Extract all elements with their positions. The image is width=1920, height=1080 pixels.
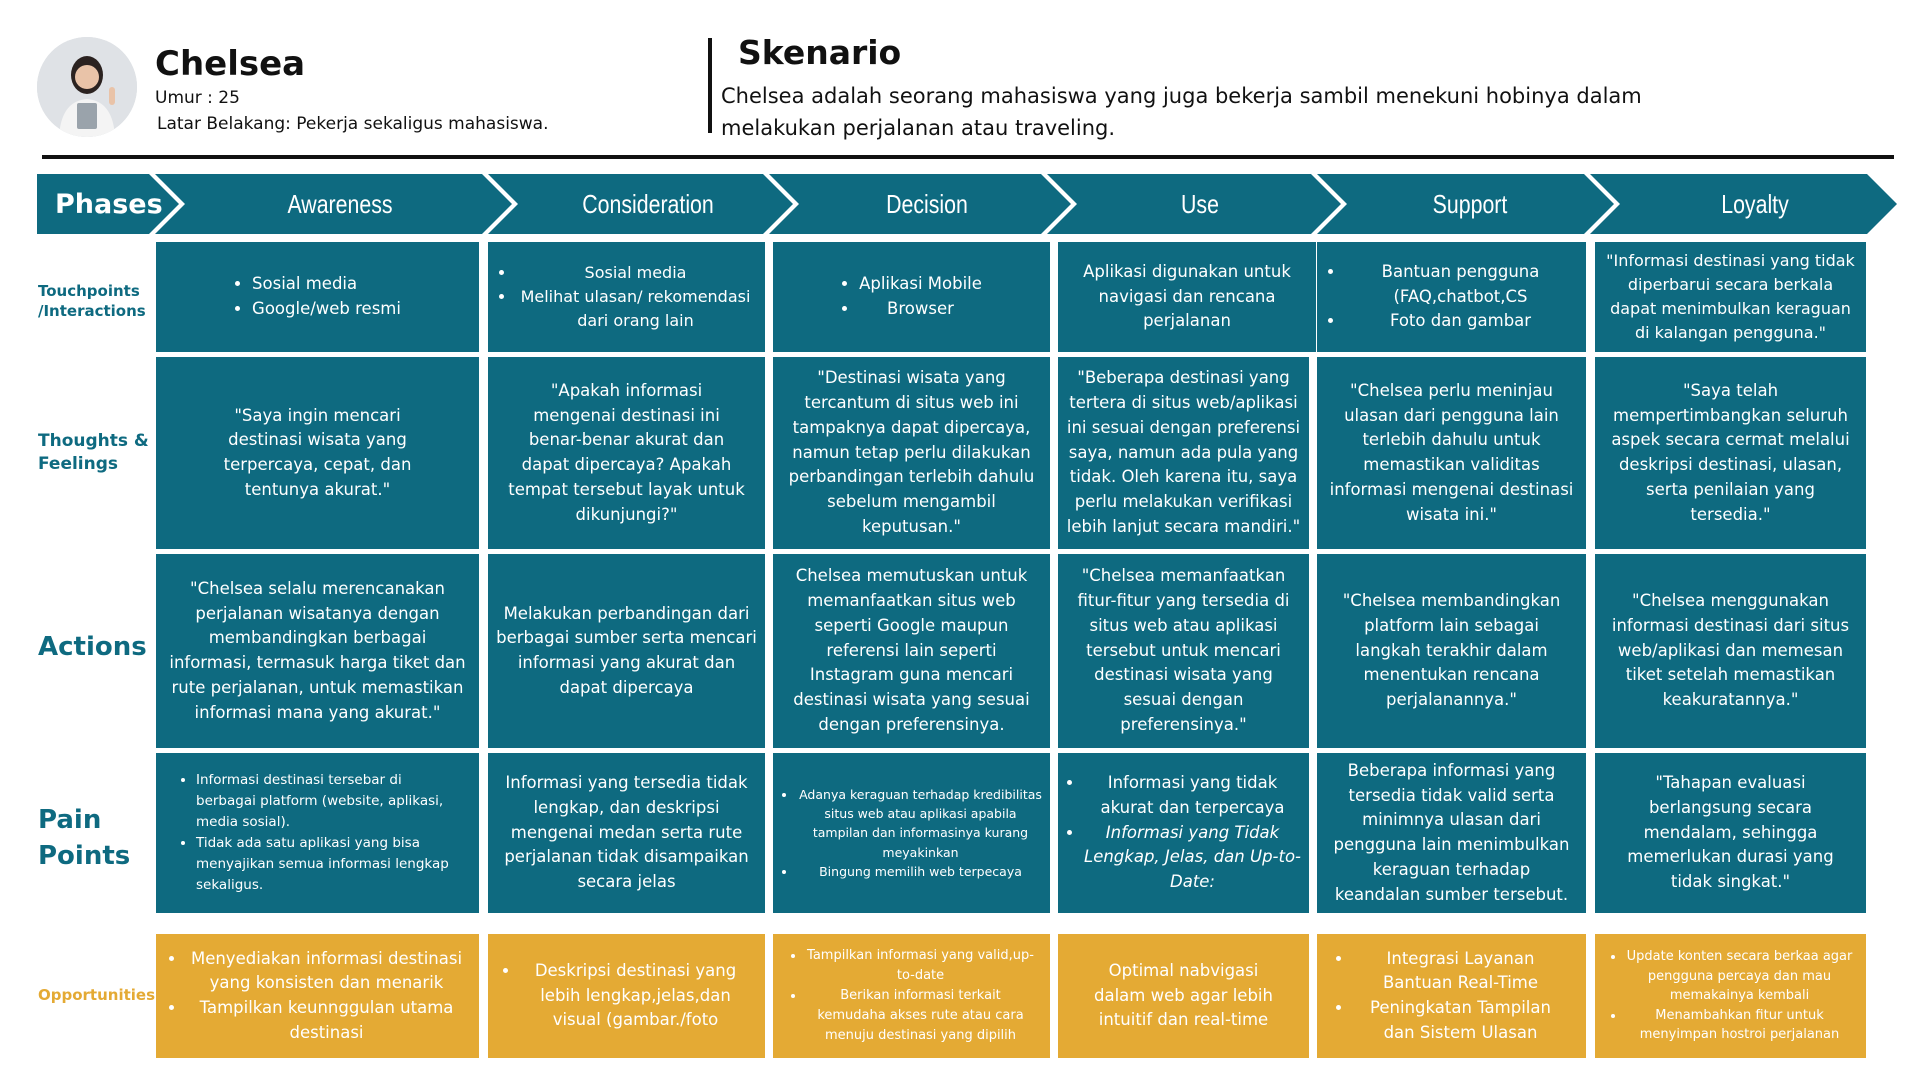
touchpoint-cell: Sosial mediaMelihat ulasan/ rekomendasi … [488,242,765,352]
persona-photo-icon [37,37,137,137]
scenario-divider [708,38,712,133]
list-item: Aplikasi Mobile [859,272,982,297]
action-cell: "Chelsea menggunakan informasi destinasi… [1595,554,1866,748]
touchpoint-cell: Aplikasi MobileBrowser [773,242,1050,352]
list-item: Sosial media [252,272,401,297]
row-label-pain-line1: Pain [38,805,102,835]
opportunity-cell: Deskripsi destinasi yang lebih lengkap,j… [488,934,765,1058]
opportunity-cell: Optimal nabvigasi dalam web agar lebih i… [1058,934,1309,1058]
list-item: Update konten secara berkaa agar penggun… [1625,947,1854,1006]
thought-cell: "Chelsea perlu meninjau ulasan dari peng… [1317,357,1586,549]
list-item: Deskripsi destinasi yang lebih lengkap,j… [520,959,751,1033]
persona-name: Chelsea [155,44,306,84]
list-item: Melihat ulasan/ rekomendasi dari orang l… [516,285,755,333]
phases-chevron-bar [37,174,1897,234]
phase-support: Support [1432,188,1508,219]
persona-avatar [37,37,137,137]
pain-cell: Beberapa informasi yang tersedia tidak v… [1317,753,1586,913]
list-item: Adanya keraguan terhadap kredibilitas si… [797,785,1044,863]
action-cell: Melakukan perbandingan dari berbagai sum… [488,554,765,748]
list-item: Integrasi Layanan Bantuan Real-Time [1353,947,1568,997]
persona-age: Umur : 25 [155,88,240,108]
touchpoint-cell: Aplikasi digunakan untuk navigasi dan re… [1058,242,1316,352]
phase-use: Use [1181,188,1219,219]
phase-chevron-title [37,174,179,234]
row-label-touchpoints: Touchpoints /Interactions [38,282,146,320]
list-item: Foto dan gambar [1345,309,1576,334]
action-cell: "Chelsea selalu merencanakan perjalanan … [156,554,479,748]
pain-cell: Adanya keraguan terhadap kredibilitas si… [773,753,1050,913]
thought-cell: "Saya telah mempertimbangkan seluruh asp… [1595,357,1866,549]
list-item: Bantuan pengguna (FAQ,chatbot,CS [1345,260,1576,310]
header-divider [42,155,1894,159]
phase-decision: Decision [886,188,968,219]
phase-chevron-awareness [155,174,512,234]
phase-chevron-use [1047,174,1341,234]
touchpoint-cell: "Informasi destinasi yang tidak diperbar… [1595,242,1866,352]
list-item: Browser [859,297,982,322]
opportunity-cell: Tampilkan informasi yang valid,up-to-dat… [773,934,1050,1058]
thought-cell: "Apakah informasi mengenai destinasi ini… [488,357,765,549]
action-cell: "Chelsea memanfaatkan fitur-fitur yang t… [1058,554,1309,748]
pain-cell: Informasi destinasi tersebar di berbagai… [156,753,479,913]
opportunity-cell: Integrasi Layanan Bantuan Real-TimePenin… [1317,934,1586,1058]
list-item: Google/web resmi [252,297,401,322]
list-item: Informasi yang tidak akurat dan terperca… [1084,771,1301,821]
row-label-pain-line2: Points [38,841,131,871]
phase-chevron-support [1317,174,1614,234]
phase-chevron-loyalty [1590,174,1897,234]
thought-cell: "Destinasi wisata yang tercantum di situ… [773,357,1050,549]
opportunity-cell: Menyediakan informasi destinasi yang kon… [156,934,479,1058]
list-item: Berikan informasi terkait kemudaha akses… [805,986,1036,1046]
opportunity-cell: Update konten secara berkaa agar penggun… [1595,934,1866,1058]
thought-cell: "Saya ingin mencari destinasi wisata yan… [156,357,479,549]
phases-title: Phases [55,188,163,220]
phase-chevron-consideration [488,174,793,234]
list-item: Tidak ada satu aplikasi yang bisa menyaj… [196,833,465,896]
scenario-text: Chelsea adalah seorang mahasiswa yang ju… [721,84,1642,140]
row-label-thoughts: Thoughts & Feelings [38,431,149,474]
action-cell: Chelsea memutuskan untuk memanfaatkan si… [773,554,1050,748]
touchpoint-cell: Bantuan pengguna (FAQ,chatbot,CSFoto dan… [1317,242,1586,352]
thought-cell: "Beberapa destinasi yang tertera di situ… [1058,357,1309,549]
list-item: Peningkatan Tampilan dan Sistem Ulasan [1353,996,1568,1046]
pain-cell: "Tahapan evaluasi berlangsung secara men… [1595,753,1866,913]
list-item: Tampilkan informasi yang valid,up-to-dat… [805,946,1036,986]
row-label-actions: Actions [38,632,147,662]
row-label-opportunities: Opportunities [38,986,156,1004]
phase-awareness: Awareness [287,188,393,219]
phase-consideration: Consideration [582,188,714,219]
pain-cell: Informasi yang tersedia tidak lengkap, d… [488,753,765,913]
scenario-title: Skenario [738,33,902,72]
action-cell: "Chelsea membandingkan platform lain seb… [1317,554,1586,748]
phase-loyalty: Loyalty [1721,188,1789,219]
list-item: Sosial media [516,261,755,285]
list-item: Informasi yang Tidak Lengkap, Jelas, dan… [1084,821,1301,895]
pain-cell: Informasi yang tidak akurat dan terperca… [1058,753,1309,913]
list-item: Tampilkan keunnggulan utama destinasi [186,996,467,1046]
list-item: Menyediakan informasi destinasi yang kon… [186,947,467,997]
touchpoint-cell: Sosial mediaGoogle/web resmi [156,242,479,352]
row-label-pain-points: Pain Points [38,802,130,874]
list-item: Bingung memilih web terpecaya [797,862,1044,881]
phase-chevron-decision [769,174,1071,234]
list-item: Menambahkan fitur untuk menyimpan hostro… [1625,1006,1854,1045]
persona-background: Latar Belakang: Pekerja sekaligus mahasi… [157,114,549,134]
list-item: Informasi destinasi tersebar di berbagai… [196,770,465,833]
